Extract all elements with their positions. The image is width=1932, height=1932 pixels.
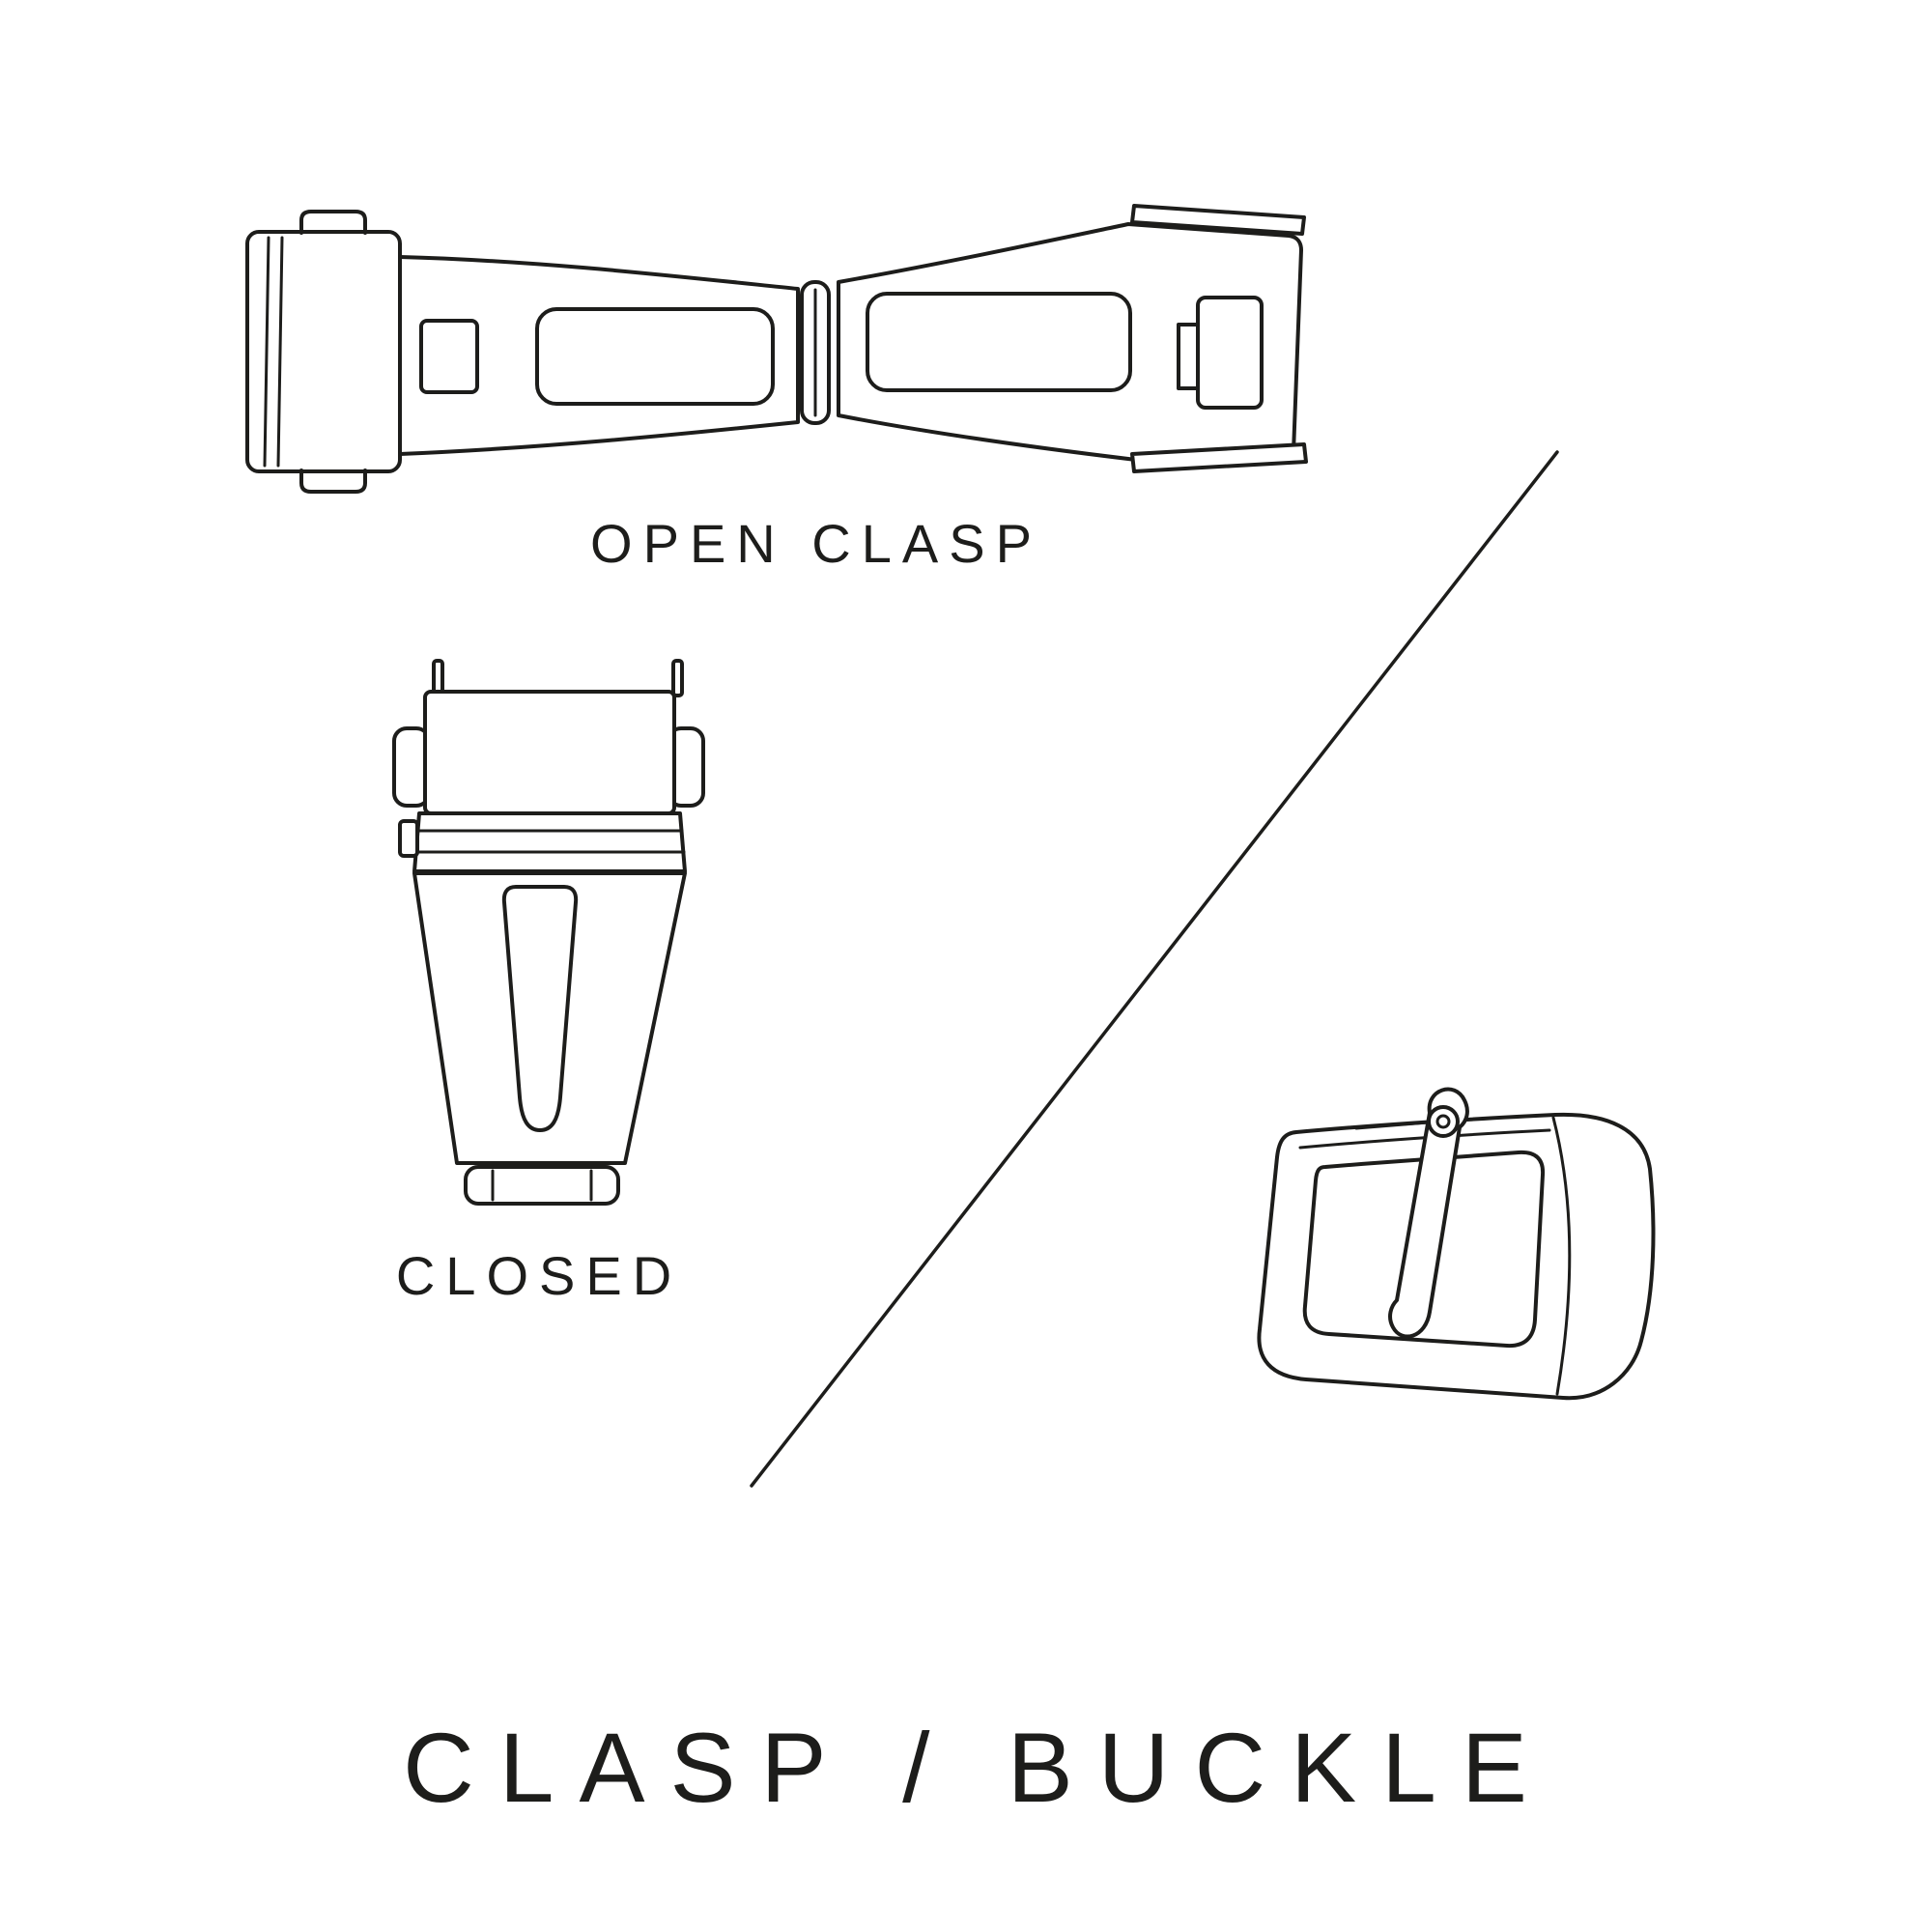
open-clasp-label: OPEN CLASP xyxy=(590,513,1042,574)
open-clasp-icon xyxy=(245,204,1308,494)
diagonal-divider-line xyxy=(750,450,1559,1488)
closed-clasp-icon xyxy=(392,659,705,1206)
page-title: CLASP / BUCKLE xyxy=(403,1713,1552,1823)
closed-label: CLOSED xyxy=(395,1245,683,1306)
buckle-icon xyxy=(1257,1087,1656,1401)
